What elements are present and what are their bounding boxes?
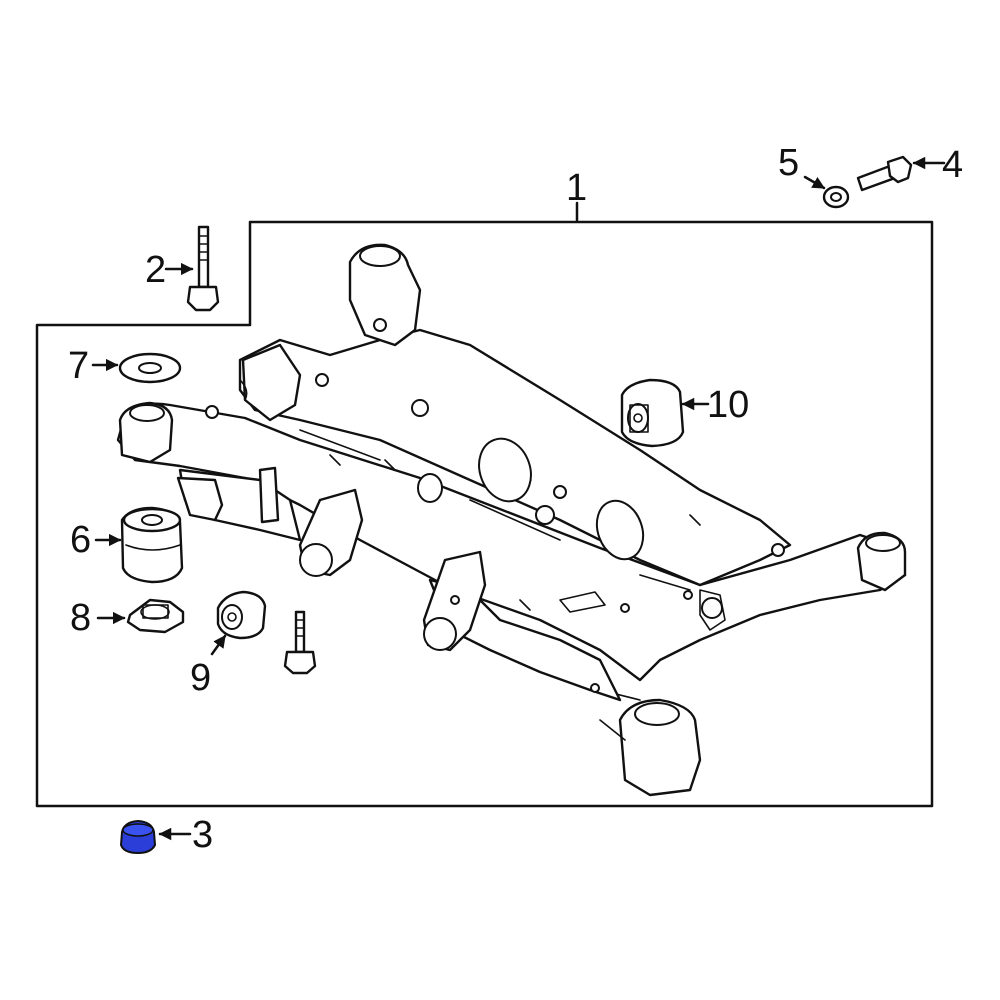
part-9-bushing[interactable] <box>216 590 267 640</box>
callout-4: 4 <box>942 144 963 186</box>
callout-5: 5 <box>778 142 799 184</box>
assembly-boundary <box>35 220 934 808</box>
part-4-bolt[interactable] <box>856 155 913 192</box>
subframe-drawing[interactable] <box>116 243 907 797</box>
loose-bolt[interactable] <box>283 610 317 675</box>
callout-2: 2 <box>145 249 166 291</box>
callout-8: 8 <box>70 597 91 639</box>
callout-3: 3 <box>192 814 213 856</box>
callout-6: 6 <box>70 519 91 561</box>
part-10-bushing[interactable] <box>620 378 685 448</box>
callout-9: 9 <box>190 657 211 699</box>
part-6-bushing[interactable] <box>120 506 184 584</box>
callout-10: 10 <box>707 384 749 426</box>
part-8-bracket[interactable] <box>126 598 185 634</box>
part-3-nut[interactable] <box>119 819 157 855</box>
leader-5 <box>803 175 826 190</box>
part-5-washer[interactable] <box>822 185 850 209</box>
callout-7: 7 <box>68 345 89 387</box>
part-2-bolt[interactable] <box>186 225 220 312</box>
callout-1: 1 <box>566 167 587 209</box>
leader-9 <box>210 634 227 656</box>
part-7-washer[interactable] <box>118 352 182 384</box>
